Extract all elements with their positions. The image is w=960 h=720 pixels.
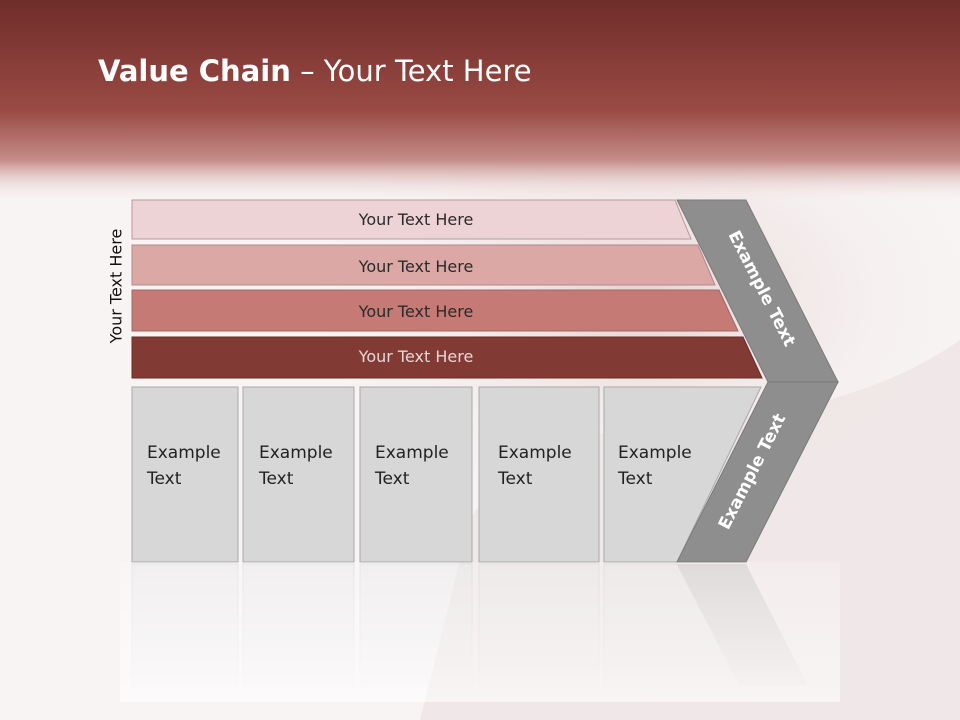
band-2-label: Your Text Here (358, 257, 474, 276)
column-4-line1: Example (498, 443, 572, 463)
column-4 (478, 386, 600, 563)
support-bands: Your Text Here Your Text Here Your Text … (131, 199, 763, 379)
band-3 (131, 289, 739, 332)
title-rest: – Your Text Here (290, 54, 532, 88)
column-4-line2: Text (497, 469, 533, 489)
band-3-label: Your Text Here (358, 302, 474, 321)
title-bold: Value Chain (98, 54, 291, 88)
column-5-line2: Text (617, 469, 653, 489)
column-2-line1: Example (259, 443, 333, 463)
column-1-line1: Example (147, 443, 221, 463)
column-3 (359, 386, 473, 563)
band-1-label: Your Text Here (358, 210, 474, 229)
band-1 (131, 199, 692, 240)
diagram-reflection (120, 562, 840, 702)
band-4 (131, 336, 763, 379)
activity-columns: Example Text Example Text Example Text E… (131, 386, 762, 563)
band-4-label: Your Text Here (358, 347, 474, 366)
column-3-line1: Example (375, 443, 449, 463)
column-1 (131, 386, 239, 563)
column-2 (242, 386, 355, 563)
column-1-line2: Text (146, 469, 182, 489)
column-2-line2: Text (258, 469, 294, 489)
slide-title: Value Chain – Your Text Here (98, 54, 532, 88)
column-5-line1: Example (618, 443, 692, 463)
band-2 (131, 244, 716, 286)
column-3-line2: Text (374, 469, 410, 489)
